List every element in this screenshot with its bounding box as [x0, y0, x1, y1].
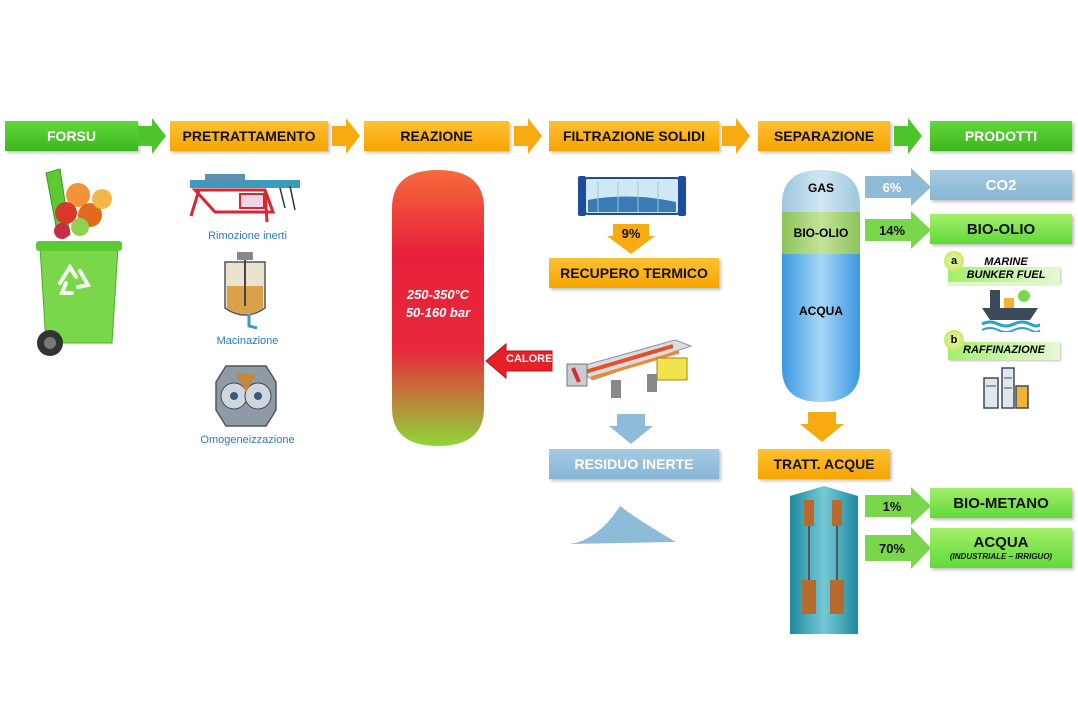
product-arrow-icon [865, 168, 931, 206]
flow-arrow-icon [514, 118, 542, 154]
sand-pile-icon [570, 506, 676, 544]
separator-vessel [782, 170, 860, 402]
reactor-pressure: 50-160 bar [405, 305, 471, 320]
marine-fuel-label-1: MARINE [984, 256, 1028, 268]
pretreatment-step-label: Rimozione inerti [208, 230, 287, 242]
residue-box: RESIDUO INERTE [549, 449, 719, 479]
reactor-temp: 250-350°C [406, 287, 470, 302]
heat-label: CALORE [506, 353, 553, 365]
header-prodotti: PRODOTTI [930, 121, 1072, 151]
reactor-vessel [392, 170, 484, 446]
refining-band [948, 342, 1060, 360]
flow-arrow-icon [332, 118, 360, 154]
homogenizer-icon [215, 365, 277, 427]
pretreatment-step-label: Macinazione [216, 335, 279, 347]
water-pct: 70% [878, 540, 906, 556]
filter-cartridge-icon [578, 176, 686, 216]
biomethane-product-box: BIO-METANO [930, 488, 1072, 518]
co2-pct: 6% [882, 179, 902, 195]
product-arrow-icon [865, 487, 931, 525]
header-forsu: FORSU [5, 121, 138, 151]
down-arrow-icon [607, 224, 655, 254]
marine-fuel-label-2: BUNKER FUEL [966, 269, 1046, 281]
pretreatment-step-label: Omogeneizzazione [200, 434, 295, 446]
grinder-tank-icon [224, 252, 266, 330]
marine-fuel-band-lower [948, 282, 1060, 286]
filtration-pct: 9% [621, 225, 641, 241]
oil-layer-label: BIO-OLIO [793, 226, 849, 240]
waste-bin-icon [36, 168, 122, 356]
flow-arrow-icon [722, 118, 750, 154]
heat-recovery-box: RECUPERO TERMICO [549, 258, 719, 288]
heat-exchanger-icon [566, 339, 693, 398]
water-layer-label: ACQUA [799, 304, 843, 318]
conveyor-machine-icon [189, 174, 300, 223]
co2-product-box: CO2 [930, 170, 1072, 200]
down-arrow-icon [800, 412, 844, 442]
water-product-sub: (INDUSTRIALE – IRRIGUO) [949, 552, 1053, 561]
header-pretrattamento: PRETRATTAMENTO [170, 121, 328, 151]
heat-arrow-icon [485, 342, 553, 380]
biomethane-pct: 1% [882, 498, 902, 514]
flow-arrow-icon [894, 118, 922, 154]
refining-label: RAFFINAZIONE [963, 344, 1045, 356]
refining-letter-badge: b [944, 330, 964, 350]
water-treatment-box: TRATT. ACQUE [758, 449, 890, 479]
product-arrow-icon [865, 527, 931, 569]
flow-arrow-icon [138, 118, 166, 154]
gas-layer-label: GAS [807, 181, 834, 195]
marine-letter-badge: a [944, 251, 964, 271]
product-arrow-icon [865, 211, 931, 249]
refinery-icon [983, 367, 1029, 409]
down-arrow-icon [609, 414, 653, 444]
biooil-pct: 14% [878, 222, 906, 238]
water-product-box: ACQUA (INDUSTRIALE – IRRIGUO) [930, 528, 1072, 568]
marine-fuel-label: MARINE BUNKER FUEL [950, 256, 1062, 282]
reactor-conditions: 250-350°C 50-160 bar [390, 286, 486, 322]
biooil-product-box: BIO-OLIO [930, 214, 1072, 244]
header-filtrazione: FILTRAZIONE SOLIDI [549, 121, 719, 151]
water-product-label: ACQUA [973, 534, 1029, 551]
marine-fuel-band [948, 267, 1060, 283]
water-treatment-tank-icon [790, 486, 858, 634]
header-reazione: REAZIONE [364, 121, 509, 151]
ship-icon [981, 290, 1040, 332]
header-separazione: SEPARAZIONE [758, 121, 890, 151]
